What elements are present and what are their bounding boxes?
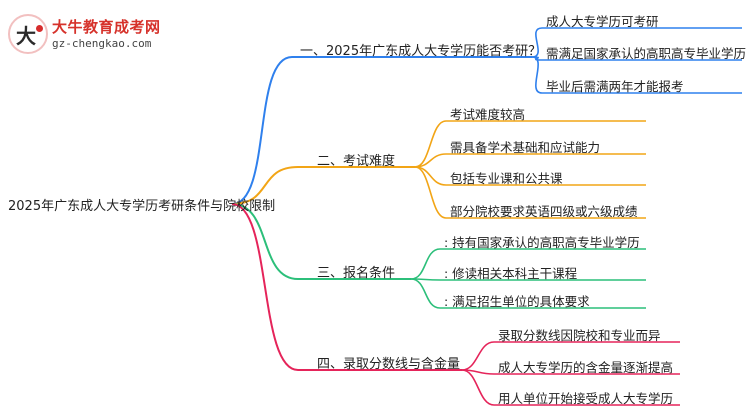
leaf-label-1-2[interactable]: 需满足国家承认的高职高专毕业学历 <box>546 46 747 61</box>
connector-root-branch-4 <box>231 203 299 371</box>
leaf-label-2-4[interactable]: 部分院校要求英语四级或六级成绩 <box>450 204 638 219</box>
connector-root-branch-1 <box>231 56 293 205</box>
leaf-label-3-1[interactable]: : 持有国家承认的高职高专毕业学历 <box>444 235 640 250</box>
logo-emblem-icon: 大 <box>8 14 48 54</box>
connector-branch-4-leaf-1 <box>461 341 495 371</box>
branch-label-4[interactable]: 四、录取分数线与含金量 <box>317 357 461 372</box>
leaf-label-3-2[interactable]: : 修读相关本科主干课程 <box>444 266 578 281</box>
connector-branch-1-leaf-3 <box>531 56 543 94</box>
connector-branch-3-leaf-3 <box>410 278 441 309</box>
leaf-label-2-1[interactable]: 考试难度较高 <box>450 107 526 122</box>
connector-branch-2-leaf-4 <box>414 166 447 219</box>
connector-root-branch-3 <box>231 203 299 280</box>
leaf-label-3-3[interactable]: : 满足招生单位的具体要求 <box>444 294 590 309</box>
connector-root-branch-2 <box>231 166 299 205</box>
branch-label-2[interactable]: 二、考试难度 <box>317 154 396 169</box>
branch-label-3[interactable]: 三、报名条件 <box>317 266 396 281</box>
connector-branch-4-leaf-3 <box>461 369 495 406</box>
leaf-label-1-1[interactable]: 成人大专学历可考研 <box>546 14 659 29</box>
leaf-label-4-2[interactable]: 成人大专学历的含金量逐渐提高 <box>498 360 674 375</box>
connector-branch-1-leaf-1 <box>531 27 543 58</box>
connector-branch-2-leaf-1 <box>414 120 447 168</box>
connector-branch-3-leaf-1 <box>410 248 441 280</box>
leaf-label-1-3[interactable]: 毕业后需满两年才能报考 <box>546 79 684 94</box>
branch-label-1[interactable]: 一、2025年广东成人大专学历能否考研？ <box>300 44 542 59</box>
site-logo[interactable]: 大 大牛教育成考网 gz-chengkao.com <box>8 14 168 54</box>
leaf-label-4-3[interactable]: 用人单位开始接受成人大专学历 <box>498 391 674 406</box>
leaf-label-4-1[interactable]: 录取分数线因院校和专业而异 <box>498 328 661 343</box>
root-topic[interactable]: 2025年广东成人大专学历考研条件与院校限制 <box>8 199 276 214</box>
leaf-label-2-3[interactable]: 包括专业课和公共课 <box>450 171 563 186</box>
logo-site-name: 大牛教育成考网 <box>52 18 161 36</box>
leaf-label-2-2[interactable]: 需具备学术基础和应试能力 <box>450 140 601 155</box>
logo-site-url: gz-chengkao.com <box>52 37 152 50</box>
